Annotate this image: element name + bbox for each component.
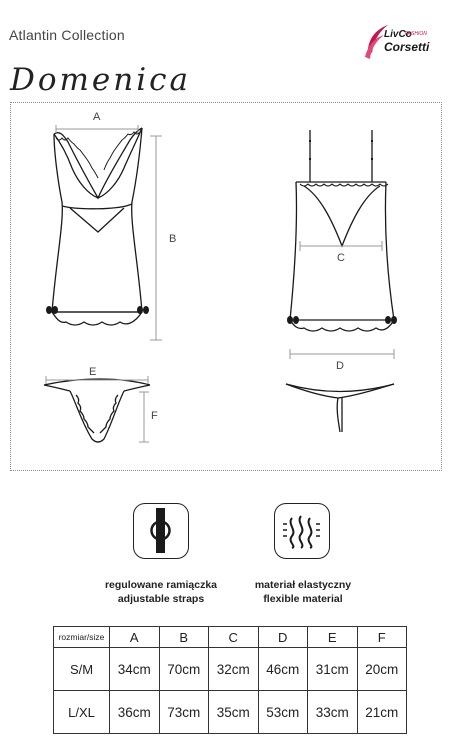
measurement-cell: 33cm bbox=[307, 690, 358, 734]
column-header: E bbox=[307, 626, 358, 648]
measurement-cell: 31cm bbox=[307, 647, 358, 691]
feature-flexible-material: materiał elastyczny flexible material bbox=[228, 578, 378, 606]
measurement-cell: 34cm bbox=[109, 647, 160, 691]
adjustable-straps-icon-box bbox=[133, 503, 189, 559]
feature-adjustable-straps: regulowane ramiączka adjustable straps bbox=[86, 578, 236, 606]
flexible-material-icon-box bbox=[274, 503, 330, 559]
size-header-label: rozmiar/size bbox=[53, 626, 110, 648]
column-header: F bbox=[356, 626, 407, 648]
column-header: C bbox=[208, 626, 259, 648]
measurement-cell: 21cm bbox=[356, 690, 407, 734]
measure-d-line bbox=[289, 349, 395, 359]
measurement-cell: 46cm bbox=[257, 647, 308, 691]
size-cell: L/XL bbox=[53, 690, 110, 734]
measurement-cell: 70cm bbox=[158, 647, 209, 691]
feature-label-en: adjustable straps bbox=[117, 593, 205, 605]
measurement-cell: 35cm bbox=[208, 690, 259, 734]
measure-d-label: D bbox=[336, 360, 344, 372]
measure-b-label: B bbox=[169, 233, 177, 245]
measure-e-label: E bbox=[89, 366, 97, 378]
adjustable-strap-icon bbox=[150, 508, 171, 553]
logo-text-livco: LivCo bbox=[384, 29, 412, 40]
measure-a-label: A bbox=[93, 111, 101, 123]
measure-a-line bbox=[55, 125, 139, 133]
column-header: B bbox=[158, 626, 209, 648]
collection-name: Atlantin Collection bbox=[9, 27, 125, 43]
feature-label-en: flexible material bbox=[263, 593, 343, 605]
product-title: Domenica bbox=[10, 62, 191, 98]
column-header: D bbox=[257, 626, 308, 648]
size-table: rozmiar/size A B C D E F S/M 34cm 70cm 3… bbox=[53, 626, 407, 734]
measure-b-line bbox=[150, 135, 162, 341]
measure-e-line bbox=[45, 376, 149, 384]
thong-front-drawing bbox=[43, 378, 151, 443]
measurement-cell: 73cm bbox=[158, 690, 209, 734]
measurement-cell: 53cm bbox=[257, 690, 308, 734]
table-row: S/M 34cm 70cm 32cm 46cm 31cm 20cm bbox=[53, 647, 407, 691]
table-row: L/XL 36cm 73cm 35cm 53cm 33cm 21cm bbox=[53, 690, 407, 734]
logo-text-fashion: FASHION bbox=[405, 31, 427, 37]
measurement-cell: 32cm bbox=[208, 647, 259, 691]
feature-label-pl: materiał elastyczny bbox=[254, 579, 352, 591]
measure-c-label: C bbox=[337, 252, 345, 264]
measure-f-label: F bbox=[151, 410, 158, 422]
measure-f-line bbox=[139, 391, 149, 443]
measurement-cell: 36cm bbox=[109, 690, 160, 734]
logo-text-corsetti: Corsetti bbox=[384, 40, 430, 54]
feature-label-pl: regulowane ramiączka bbox=[104, 579, 218, 591]
measurement-cell: 20cm bbox=[356, 647, 407, 691]
measurement-diagram-frame bbox=[10, 102, 442, 471]
size-table-header-row: rozmiar/size A B C D E F bbox=[53, 626, 407, 648]
column-header: A bbox=[109, 626, 160, 648]
measure-c-line bbox=[299, 241, 383, 251]
size-cell: S/M bbox=[53, 647, 110, 691]
chemise-front-drawing bbox=[46, 127, 149, 326]
brand-logo: LivCo FASHION Corsetti bbox=[362, 21, 450, 67]
thong-back-drawing bbox=[285, 383, 395, 433]
flexible-material-icon bbox=[283, 515, 320, 549]
logo-swirl-icon bbox=[365, 25, 388, 59]
